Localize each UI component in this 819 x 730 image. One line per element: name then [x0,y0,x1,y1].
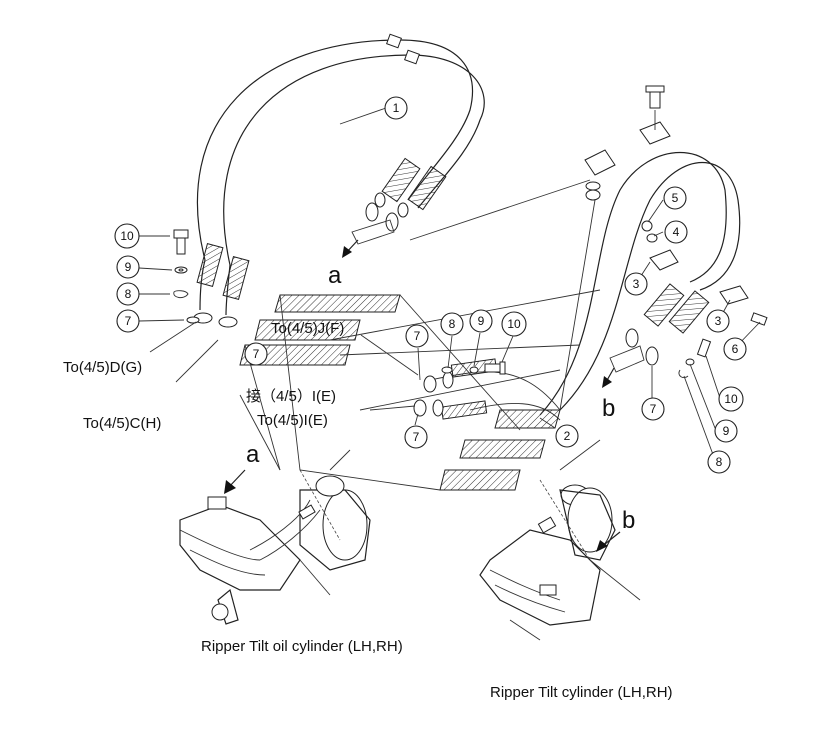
callout-3b: 3 [706,309,730,333]
leader-lines [138,107,761,461]
callout-9c: 9 [714,419,738,443]
callout-8c: 8 [707,450,731,474]
label-jie-ie: 接（4/5）I(E) [246,388,336,405]
svg-text:3: 3 [633,277,640,291]
callout-9b: 9 [469,309,493,333]
hose-assembly-1 [193,33,485,328]
svg-text:5: 5 [672,191,679,205]
middle-fittings [413,358,506,420]
callout-10b: 10 [501,311,527,337]
callout-4: 4 [664,220,688,244]
view-arrow-b-right: b [602,345,645,422]
svg-text:10: 10 [120,229,134,243]
label-cylinder-left: Ripper Tilt oil cylinder (LH,RH) [201,638,403,655]
svg-text:9: 9 [723,424,730,438]
callout-7b: 7 [244,342,268,366]
svg-text:10: 10 [724,392,738,406]
callout-1: 1 [384,96,408,120]
svg-text:3: 3 [715,314,722,328]
right-tilt-cylinder [479,439,641,641]
svg-text:7: 7 [650,402,657,416]
view-arrow-b-cyl: b [596,507,635,552]
callout-7d: 7 [404,425,428,449]
view-letter-a-left: a [246,441,260,468]
svg-text:7: 7 [253,347,260,361]
view-arrow-a-left: a [224,441,260,494]
svg-text:1: 1 [393,101,400,115]
svg-text:4: 4 [673,225,680,239]
svg-text:8: 8 [449,317,456,331]
svg-text:6: 6 [732,342,739,356]
svg-text:2: 2 [564,429,571,443]
label-to-dg: To(4/5)D(G) [63,359,142,376]
svg-text:7: 7 [125,314,132,328]
callout-2: 2 [555,424,579,448]
svg-text:7: 7 [414,329,421,343]
svg-text:9: 9 [125,260,132,274]
callout-7c: 7 [405,324,429,348]
view-arrow-a-top: a [328,219,395,289]
label-to-ch: To(4/5)C(H) [83,415,161,432]
view-letter-b-cyl: b [622,507,635,534]
callout-8b: 8 [440,312,464,336]
callout-10a: 10 [114,223,140,249]
label-cylinder-right: Ripper Tilt cylinder (LH,RH) [490,684,673,701]
callout-8a: 8 [116,282,140,306]
view-letter-a-top: a [328,262,342,289]
callout-6: 6 [723,337,747,361]
view-letter-b-right: b [602,395,615,422]
bracket-plates [239,179,601,491]
callout-9a: 9 [116,255,140,279]
svg-text:7: 7 [413,430,420,444]
left-tilt-cylinder [179,449,371,625]
hose-assembly-2 [429,85,768,421]
callout-5: 5 [663,186,687,210]
callout-10c: 10 [718,386,744,412]
label-to-jf: To(4/5)J(F) [271,320,344,337]
svg-text:10: 10 [507,317,521,331]
svg-text:8: 8 [716,455,723,469]
svg-text:8: 8 [125,287,132,301]
left-loose-parts [173,229,200,324]
label-to-ie: To(4/5)I(E) [257,412,328,429]
callout-7a: 7 [116,309,140,333]
svg-text:9: 9 [478,314,485,328]
callout-7e: 7 [641,397,665,421]
callout-3a: 3 [624,272,648,296]
